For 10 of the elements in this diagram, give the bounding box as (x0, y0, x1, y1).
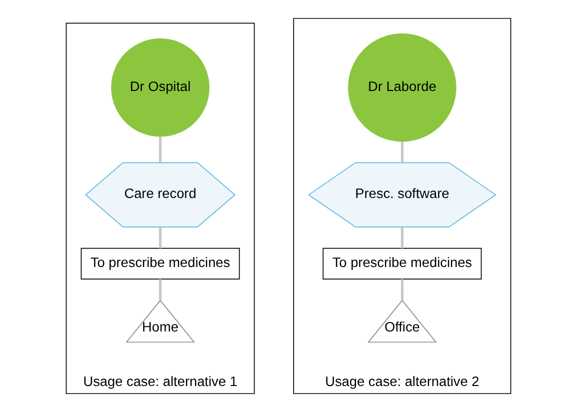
connector (158, 279, 162, 300)
connector (158, 227, 162, 248)
node-circle: Dr Ospital (110, 38, 209, 137)
node-box: To prescribe medicines (322, 248, 482, 280)
connector (400, 227, 403, 248)
node-circle: Dr Laborde (348, 33, 456, 142)
connector (400, 142, 403, 162)
node-box: To prescribe medicines (80, 248, 240, 280)
connector (400, 279, 403, 300)
connector (158, 136, 162, 163)
